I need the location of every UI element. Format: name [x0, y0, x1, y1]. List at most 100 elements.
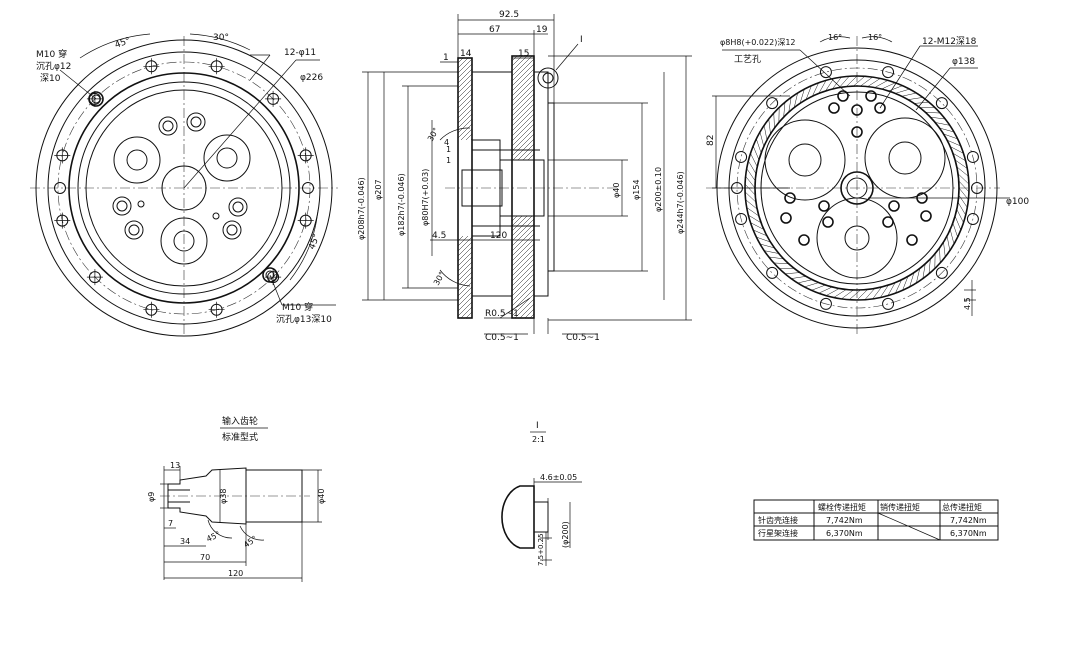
section-hatch — [512, 259, 534, 281]
ring-hatch — [902, 93, 917, 96]
dim-19: 19 — [536, 25, 548, 35]
torque-table: 螺栓传递扭矩 销传递扭矩 总传递扭矩 针齿壳连接 7,742Nm 7,742Nm… — [754, 500, 998, 540]
ring-hatch — [826, 288, 839, 295]
dia-207: φ207 — [374, 179, 383, 200]
gear-dia-38: φ38 — [219, 489, 228, 504]
angle-16-right: 16° — [868, 33, 882, 42]
angle-45-top: 45° — [114, 36, 132, 51]
section-hatch — [512, 274, 534, 296]
detail-scale: 2:1 — [532, 435, 545, 444]
table-header-bolt: 螺栓传递扭矩 — [818, 502, 866, 512]
dim-67: 67 — [489, 25, 500, 35]
dia-244: φ244h7(-0.046) — [676, 171, 685, 234]
input-gear-detail: 输入齿轮 标准型式 13 φ9 φ38 φ40 7 34 45° 45° 70 … — [147, 415, 326, 582]
gear-dim-13: 13 — [170, 461, 180, 470]
dia-226: φ226 — [300, 73, 323, 83]
pin-hole-label: φ8H8(+0.022)深12 — [720, 38, 796, 47]
section-hatch — [512, 94, 534, 116]
ring-hatch — [950, 229, 954, 244]
gear-angle-45-right: 45° — [242, 534, 259, 550]
front-view: M10 穿 沉孔φ12 深10 45° 30° 12-φ11 φ226 45° … — [30, 33, 338, 336]
ring-hatch — [958, 202, 966, 215]
section-hatch — [512, 104, 534, 126]
gear-dim-7: 7 — [168, 519, 173, 528]
section-hatch — [512, 99, 534, 121]
detail-i: I 2:1 4.6±0.05 7.5+0.25 (φ200) — [502, 421, 582, 566]
ring-hatch — [750, 153, 757, 166]
angle-30-top: 30° — [426, 126, 441, 143]
section-hatch — [518, 144, 534, 160]
dim-4-5-rear: 4.5 — [963, 297, 972, 310]
section-hatch — [512, 239, 534, 261]
chamfer-c05-left: C0.5~1 — [485, 333, 519, 343]
ring-hatch — [953, 223, 958, 237]
table-row1-total: 7,742Nm — [950, 516, 987, 525]
section-hatch — [512, 254, 534, 276]
m10-top-counterbore: 沉孔φ12 — [36, 61, 71, 72]
gear-dim-70: 70 — [200, 553, 210, 562]
section-hatch — [512, 84, 534, 106]
ring-hatch — [748, 161, 756, 174]
section-hatch — [512, 279, 534, 301]
ring-hatch — [908, 97, 923, 99]
small-hole — [799, 235, 809, 245]
ring-hatch — [753, 146, 759, 160]
ring-hatch — [798, 280, 813, 283]
ring-hatch — [925, 112, 940, 113]
small-hole — [819, 201, 829, 211]
table-row2-total: 6,370Nm — [950, 529, 987, 538]
bolt-hole — [883, 298, 894, 309]
ring-hatch — [875, 80, 888, 87]
ring-hatch — [769, 119, 771, 134]
table-row1-name: 针齿壳连接 — [758, 515, 798, 525]
dia-100: φ100 — [1006, 197, 1029, 207]
table-header-pin: 销传递扭矩 — [880, 502, 920, 512]
detail-dim-4-6: 4.6±0.05 — [540, 473, 577, 482]
ring-hatch — [804, 283, 818, 287]
gear-subtitle: 标准型式 — [222, 431, 258, 443]
holes-12-phi11: 12-φ11 — [284, 48, 316, 58]
dim-82: 82 — [706, 135, 716, 146]
section-hatch — [525, 309, 534, 318]
gear-dia-9: φ9 — [147, 492, 156, 502]
ring-hatch — [944, 242, 946, 257]
dim-15: 15 — [518, 49, 529, 59]
detail-dim-7-5: 7.5+0.25 — [537, 533, 545, 566]
section-hatch — [512, 109, 534, 131]
small-hole — [883, 217, 893, 227]
section-hatch — [512, 224, 534, 246]
bolt-hole — [820, 67, 831, 78]
m10-top-depth: 深10 — [40, 73, 61, 84]
dia-200: φ200±0.10 — [654, 167, 663, 212]
section-hatch — [512, 119, 534, 141]
table-row2-bolt: 6,370Nm — [826, 529, 863, 538]
bolt-hole — [936, 98, 947, 109]
ring-hatch — [791, 276, 806, 278]
small-hole — [781, 213, 791, 223]
small-hole — [907, 235, 917, 245]
chamfer-c05-right: C0.5~1 — [566, 333, 600, 343]
section-hatch — [461, 129, 472, 140]
gear-title: 输入齿轮 — [222, 415, 258, 427]
ring-hatch — [957, 209, 964, 222]
ring-hatch — [947, 236, 950, 251]
dim-1-low: 1 — [446, 156, 451, 165]
dia-182: φ182h7(-0.046) — [397, 173, 406, 236]
section-hatch — [512, 244, 534, 266]
section-hatch — [512, 89, 534, 111]
ring-hatch — [889, 86, 903, 91]
section-view: 92.5 67 19 14 15 1 I 1 4 1 4.5 120 30° 3… — [357, 10, 692, 343]
bolt-hole — [736, 151, 747, 162]
m12-holes: 12-M12深18 — [922, 36, 977, 47]
m10-bottom-label: M10 穿 — [282, 301, 313, 313]
ring-hatch — [760, 132, 764, 147]
table-row2-name: 行星架连接 — [758, 528, 798, 538]
gear-dim-34: 34 — [180, 537, 190, 546]
section-hatch — [528, 154, 534, 160]
gear-dim-120: 120 — [228, 569, 243, 578]
section-hatch — [458, 236, 468, 246]
small-hole — [889, 201, 899, 211]
gear-angle-45-left: 45° — [205, 530, 222, 544]
